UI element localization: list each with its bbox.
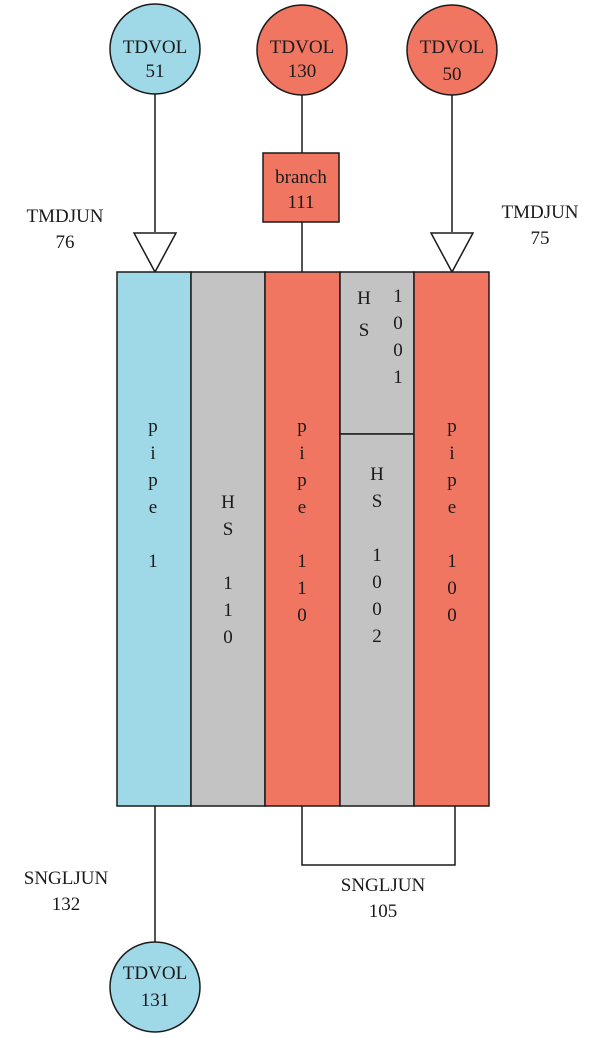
column-char: 1 xyxy=(393,286,403,307)
column-char: e xyxy=(448,497,456,518)
tdvol-130-type: TDVOL xyxy=(270,37,334,58)
hs-1002-label: HS 1 0 0 2 xyxy=(370,464,384,647)
column-char: 0 xyxy=(393,340,403,361)
hs-1001-label-num: 1 0 0 1 xyxy=(393,286,403,388)
tdvol-51-type: TDVOL xyxy=(123,37,187,58)
tdvol-131-type: TDVOL xyxy=(123,963,187,984)
column-char: H xyxy=(221,492,235,513)
connector-lines xyxy=(154,93,456,968)
line-sngljun105 xyxy=(301,806,456,866)
column-char: p xyxy=(447,470,457,491)
hs-110-column xyxy=(190,271,266,807)
hs-110-label: HS 1 1 0 xyxy=(221,492,235,648)
pipe-1-column xyxy=(116,271,192,807)
column-char: 1 xyxy=(223,600,233,621)
tmdjun-76-num: 76 xyxy=(56,232,75,253)
column-char: e xyxy=(298,497,306,518)
sngljun-105-num: 105 xyxy=(369,901,398,922)
tdvol-131-num: 131 xyxy=(141,990,170,1011)
pipe-100-column xyxy=(413,271,490,807)
column-char: 1 xyxy=(447,551,457,572)
sngljun-132-num: 132 xyxy=(52,894,81,915)
column-char: p xyxy=(297,416,307,437)
tmdjun-75-type: TMDJUN xyxy=(501,202,578,223)
column-char: H xyxy=(357,288,371,309)
column-char: e xyxy=(149,497,157,518)
pipe-110-column xyxy=(264,271,341,807)
column-char: p xyxy=(447,416,457,437)
tdvol-130-circle xyxy=(256,4,348,96)
tdvol-50-num: 50 xyxy=(443,64,462,85)
sngljun-105-type: SNGLJUN xyxy=(341,875,426,896)
tmdjun-75-num: 75 xyxy=(531,228,550,249)
hs-1002-column xyxy=(339,433,415,807)
column-char: 0 xyxy=(393,313,403,334)
column-char: S xyxy=(223,519,234,540)
tdvol-50-circle xyxy=(406,4,498,96)
tdvol-130-num: 130 xyxy=(288,61,317,82)
column-char: p xyxy=(297,470,307,491)
column-char: p xyxy=(148,416,158,437)
branch-111-num: 111 xyxy=(287,192,314,213)
column-char: S xyxy=(372,491,383,512)
column-char: 1 xyxy=(223,573,233,594)
column-char: i xyxy=(299,443,304,464)
column-char: 1 xyxy=(148,551,158,572)
hs-1001-label-hs: HS xyxy=(357,288,371,341)
sngljun-132-type: SNGLJUN xyxy=(24,868,109,889)
column-char: 1 xyxy=(393,367,403,388)
column-char: 0 xyxy=(297,605,307,626)
column-char: 0 xyxy=(372,599,382,620)
column-char: 1 xyxy=(372,545,382,566)
column-char: S xyxy=(359,320,370,341)
tmdjun-75-triangle xyxy=(429,232,475,274)
column-char: 1 xyxy=(297,578,307,599)
column-char: i xyxy=(150,443,155,464)
tdvol-51-num: 51 xyxy=(146,61,165,82)
tmdjun-76-type: TMDJUN xyxy=(26,206,103,227)
tdvol-51-circle xyxy=(109,3,201,95)
column-char: 0 xyxy=(447,578,457,599)
column-char: 0 xyxy=(447,605,457,626)
column-char: 2 xyxy=(372,626,382,647)
tdvol-50-type: TDVOL xyxy=(420,37,484,58)
column-char: 1 xyxy=(297,551,307,572)
branch-111-type: branch xyxy=(275,167,327,188)
branch-111-box xyxy=(262,152,340,223)
column-char: 0 xyxy=(372,572,382,593)
column-char: 0 xyxy=(223,627,233,648)
hs-1001-column xyxy=(339,271,415,435)
tmdjun-76-triangle xyxy=(132,232,178,274)
column-char: i xyxy=(449,443,454,464)
column-char: p xyxy=(148,470,158,491)
column-char: H xyxy=(370,464,384,485)
tdvol-131-circle xyxy=(109,941,201,1033)
